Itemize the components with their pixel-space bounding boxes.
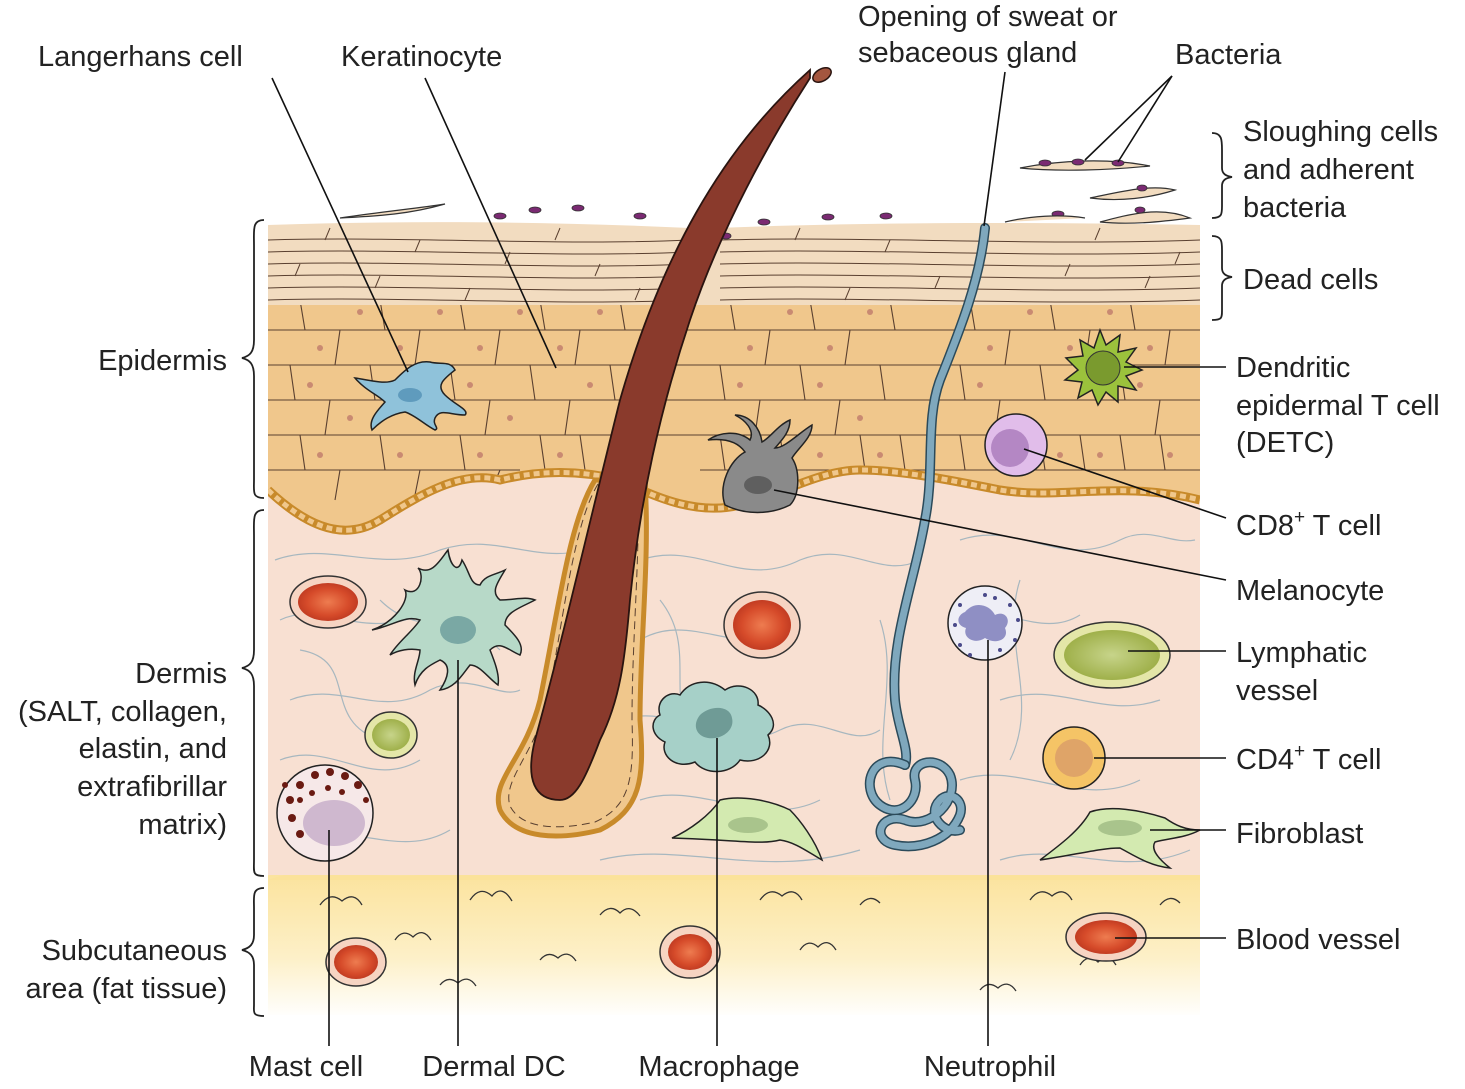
cd4-t-cell-shape	[1042, 726, 1106, 790]
stratum-corneum-layer	[268, 222, 1200, 305]
label-blood-vessel: Blood vessel	[1236, 924, 1400, 956]
label-cd8-t-cell: CD8+ T cell	[1236, 507, 1381, 542]
cd4-rest: T cell	[1305, 744, 1381, 776]
blood-vessel-4	[659, 925, 721, 979]
label-lymphatic-line2: vessel	[1236, 675, 1318, 707]
label-detc-line2: epidermal T cell	[1236, 390, 1440, 422]
label-opening-line2: sebaceous gland	[858, 37, 1077, 69]
subcutaneous-fat-layer	[268, 868, 1200, 1015]
label-sloughing-line3: bacteria	[1243, 192, 1347, 224]
label-sloughing-line2: and adherent	[1243, 154, 1414, 186]
label-cd4-t-cell: CD4+ T cell	[1236, 741, 1381, 776]
label-dermis-line4: extrafibrillar	[77, 771, 227, 803]
lymphatic-vessel-1	[1053, 621, 1171, 689]
macrophage-shape	[652, 681, 775, 773]
hair-shaft	[530, 67, 811, 801]
melanocyte-shape	[707, 414, 813, 514]
label-bacteria: Bacteria	[1175, 39, 1282, 71]
label-mast-cell: Mast cell	[249, 1051, 363, 1083]
label-dead-cells: Dead cells	[1243, 264, 1378, 296]
label-langerhans-cell: Langerhans cell	[38, 41, 243, 73]
label-neutrophil: Neutrophil	[924, 1051, 1056, 1083]
detc-shape	[1063, 327, 1144, 407]
label-keratinocyte: Keratinocyte	[341, 41, 502, 73]
label-dermal-dc: Dermal DC	[422, 1051, 565, 1083]
label-dermis-line3: elastin, and	[79, 733, 227, 765]
bottom-labels: Mast cell Dermal DC Macrophage Neutrophi…	[249, 1051, 1056, 1083]
cd8-superscript: +	[1294, 507, 1305, 528]
label-detc-line1: Dendritic	[1236, 352, 1350, 384]
fibroblast-1	[1039, 807, 1201, 869]
cd8-base: CD8	[1236, 510, 1294, 542]
label-subcutaneous-line1: Subcutaneous	[42, 935, 227, 967]
label-lymphatic-line1: Lymphatic	[1236, 637, 1367, 669]
lymphatic-vessel-2	[364, 711, 418, 759]
leader-lines	[271, 71, 1227, 1046]
blood-vessel-1	[289, 575, 367, 629]
fibroblast-2	[671, 797, 824, 862]
label-sloughing-line1: Sloughing cells	[1243, 116, 1438, 148]
label-detc-line3: (DETC)	[1236, 427, 1334, 459]
label-opening-line1: Opening of sweat or	[858, 1, 1118, 33]
label-dermis-line1: Dermis	[135, 658, 227, 690]
label-melanocyte: Melanocyte	[1236, 575, 1384, 607]
blood-vessel-2	[723, 591, 801, 659]
right-labels: Sloughing cells and adherent bacteria De…	[1236, 116, 1440, 956]
cd8-rest: T cell	[1305, 510, 1381, 542]
blood-vessel-3	[325, 937, 387, 987]
keratinocyte-nuclei	[307, 309, 1173, 458]
label-subcutaneous-line2: area (fat tissue)	[26, 973, 227, 1005]
label-epidermis: Epidermis	[98, 345, 227, 377]
blood-vessel-5	[1065, 912, 1147, 962]
mast-cell-granules	[282, 768, 369, 838]
sloughing-cells	[339, 160, 1193, 224]
neutrophil-granules	[953, 593, 1020, 657]
dermal-dc-shape	[371, 548, 537, 691]
cd4-base: CD4	[1236, 744, 1294, 776]
top-labels: Langerhans cell Keratinocyte Opening of …	[38, 1, 1282, 73]
label-dermis-line2: (SALT, collagen,	[18, 696, 227, 728]
braces	[241, 132, 1233, 1017]
label-macrophage: Macrophage	[638, 1051, 799, 1083]
sweat-gland	[864, 223, 990, 852]
mast-cell-shape	[276, 764, 374, 862]
cd4-superscript: +	[1294, 741, 1305, 762]
neutrophil-shape	[947, 585, 1023, 661]
cd8-t-cell-shape	[984, 413, 1048, 477]
left-labels: Epidermis Dermis (SALT, collagen, elasti…	[18, 345, 227, 1005]
adherent-bacteria	[1038, 158, 1148, 214]
label-dermis-line5: matrix)	[138, 809, 227, 841]
label-fibroblast: Fibroblast	[1236, 818, 1363, 850]
